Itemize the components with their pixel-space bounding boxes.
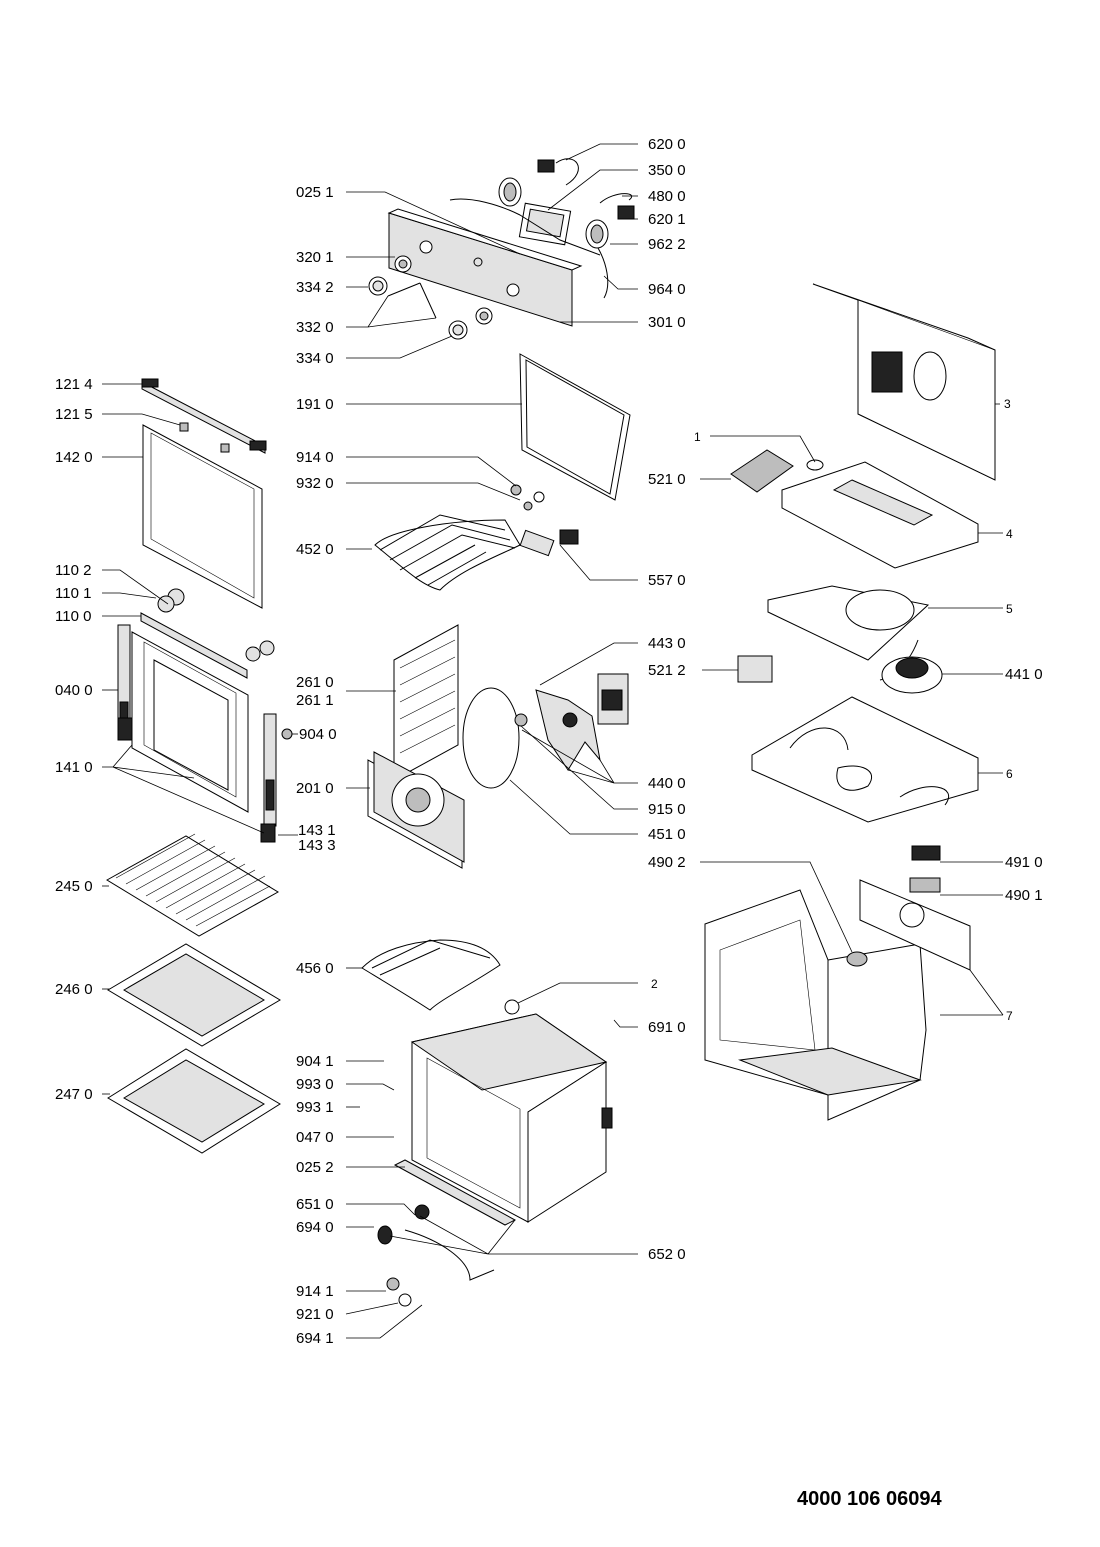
part-label-452-0: 452 0 bbox=[296, 541, 334, 558]
part-label-456-0: 456 0 bbox=[296, 960, 334, 977]
fan-and-motor bbox=[462, 673, 629, 789]
part-label-694-0: 694 0 bbox=[296, 1219, 334, 1236]
part-label-110-0: 110 0 bbox=[55, 608, 92, 625]
part-label-914-0: 914 0 bbox=[296, 449, 334, 466]
part-label-110-2: 110 2 bbox=[55, 562, 92, 579]
part-label-962-2: 962 2 bbox=[648, 236, 686, 253]
fan-motor-441 bbox=[737, 655, 943, 694]
part-label-904-0: 904 0 bbox=[299, 726, 337, 743]
electronic-module-521 bbox=[730, 449, 824, 493]
part-label-443-0: 443 0 bbox=[648, 635, 686, 652]
bottom-element-456 bbox=[361, 939, 520, 1015]
insulation-5 bbox=[767, 585, 930, 681]
part-label-040-0: 040 0 bbox=[55, 682, 93, 699]
shelf-supports-261 bbox=[393, 624, 459, 781]
part-label-142-0: 142 0 bbox=[55, 449, 93, 466]
part-label-1: 1 bbox=[694, 430, 701, 444]
part-label-025-1: 025 1 bbox=[296, 184, 334, 201]
part-label-521-0: 521 0 bbox=[648, 471, 686, 488]
control-panel-drawing bbox=[387, 198, 609, 327]
drip-pan-247 bbox=[107, 1048, 281, 1154]
part-label-110-1: 110 1 bbox=[55, 585, 92, 602]
door-drawing bbox=[117, 378, 293, 843]
outer-casing-7 bbox=[704, 845, 971, 1121]
document-number: 4000 106 06094 bbox=[797, 1488, 942, 1510]
part-label-245-0: 245 0 bbox=[55, 878, 93, 895]
part-label-620-0: 620 0 bbox=[648, 136, 686, 153]
part-label-652-0: 652 0 bbox=[648, 1246, 686, 1263]
part-label-301-0: 301 0 bbox=[648, 314, 686, 331]
part-label-334-0: 334 0 bbox=[296, 350, 334, 367]
part-label-490-2: 490 2 bbox=[648, 854, 686, 871]
part-label-620-1: 620 1 bbox=[648, 211, 686, 228]
knobs bbox=[368, 255, 493, 340]
part-label-191-0: 191 0 bbox=[296, 396, 334, 413]
door-seal-191 bbox=[519, 353, 631, 501]
part-label-141-0: 141 0 bbox=[55, 759, 93, 776]
part-label-904-1: 904 1 bbox=[296, 1053, 334, 1070]
cover-plate-4 bbox=[781, 461, 979, 569]
part-label-921-0: 921 0 bbox=[296, 1306, 334, 1323]
oven-cavity-drawing bbox=[377, 1013, 613, 1307]
part-label-332-0: 332 0 bbox=[296, 319, 334, 336]
part-label-480-0: 480 0 bbox=[648, 188, 686, 205]
leader-lines bbox=[102, 143, 1004, 1339]
part-label-2: 2 bbox=[651, 977, 658, 991]
part-label-915-0: 915 0 bbox=[648, 801, 686, 818]
part-label-451-0: 451 0 bbox=[648, 826, 686, 843]
part-label-320-1: 320 1 bbox=[296, 249, 334, 266]
part-label-047-0: 047 0 bbox=[296, 1129, 334, 1146]
top-grill-element-452 bbox=[374, 484, 579, 591]
part-label-201-0: 201 0 bbox=[296, 780, 334, 797]
part-label-350-0: 350 0 bbox=[648, 162, 686, 179]
part-label-964-0: 964 0 bbox=[648, 281, 686, 298]
part-label-691-0: 691 0 bbox=[648, 1019, 686, 1036]
part-label-247-0: 247 0 bbox=[55, 1086, 93, 1103]
baking-tray-246 bbox=[107, 943, 281, 1047]
part-label-4: 4 bbox=[1006, 527, 1013, 541]
part-label-932-0: 932 0 bbox=[296, 475, 334, 492]
part-label-651-0: 651 0 bbox=[296, 1196, 334, 1213]
part-label-6: 6 bbox=[1006, 767, 1013, 781]
part-label-914-1: 914 1 bbox=[296, 1283, 334, 1300]
part-label-521-2: 521 2 bbox=[648, 662, 686, 679]
part-label-7: 7 bbox=[1006, 1009, 1013, 1023]
part-label-5: 5 bbox=[1006, 602, 1013, 616]
part-label-993-1: 993 1 bbox=[296, 1099, 334, 1116]
back-panel-201 bbox=[367, 751, 465, 869]
top-cover-3 bbox=[812, 283, 996, 481]
part-label-143-3: 143 3 bbox=[298, 837, 336, 854]
part-label-261-0: 261 0 bbox=[296, 674, 334, 691]
part-label-490-1: 490 1 bbox=[1005, 887, 1043, 904]
part-label-3: 3 bbox=[1004, 397, 1011, 411]
part-label-694-1: 694 1 bbox=[296, 1330, 334, 1347]
bottom-plate-6 bbox=[751, 696, 979, 823]
oven-rack-245 bbox=[106, 833, 279, 937]
part-label-440-0: 440 0 bbox=[648, 775, 686, 792]
part-label-993-0: 993 0 bbox=[296, 1076, 334, 1093]
part-label-441-0: 441 0 bbox=[1005, 666, 1043, 683]
part-label-246-0: 246 0 bbox=[55, 981, 93, 998]
part-label-261-1: 261 1 bbox=[296, 692, 334, 709]
part-label-557-0: 557 0 bbox=[648, 572, 686, 589]
part-label-491-0: 491 0 bbox=[1005, 854, 1043, 871]
part-label-121-4: 121 4 bbox=[55, 376, 93, 393]
part-label-121-5: 121 5 bbox=[55, 406, 93, 423]
part-label-143-1: 143 1 bbox=[298, 822, 336, 839]
temperature-regulators bbox=[498, 158, 635, 249]
part-label-025-2: 025 2 bbox=[296, 1159, 334, 1176]
part-label-334-2: 334 2 bbox=[296, 279, 334, 296]
